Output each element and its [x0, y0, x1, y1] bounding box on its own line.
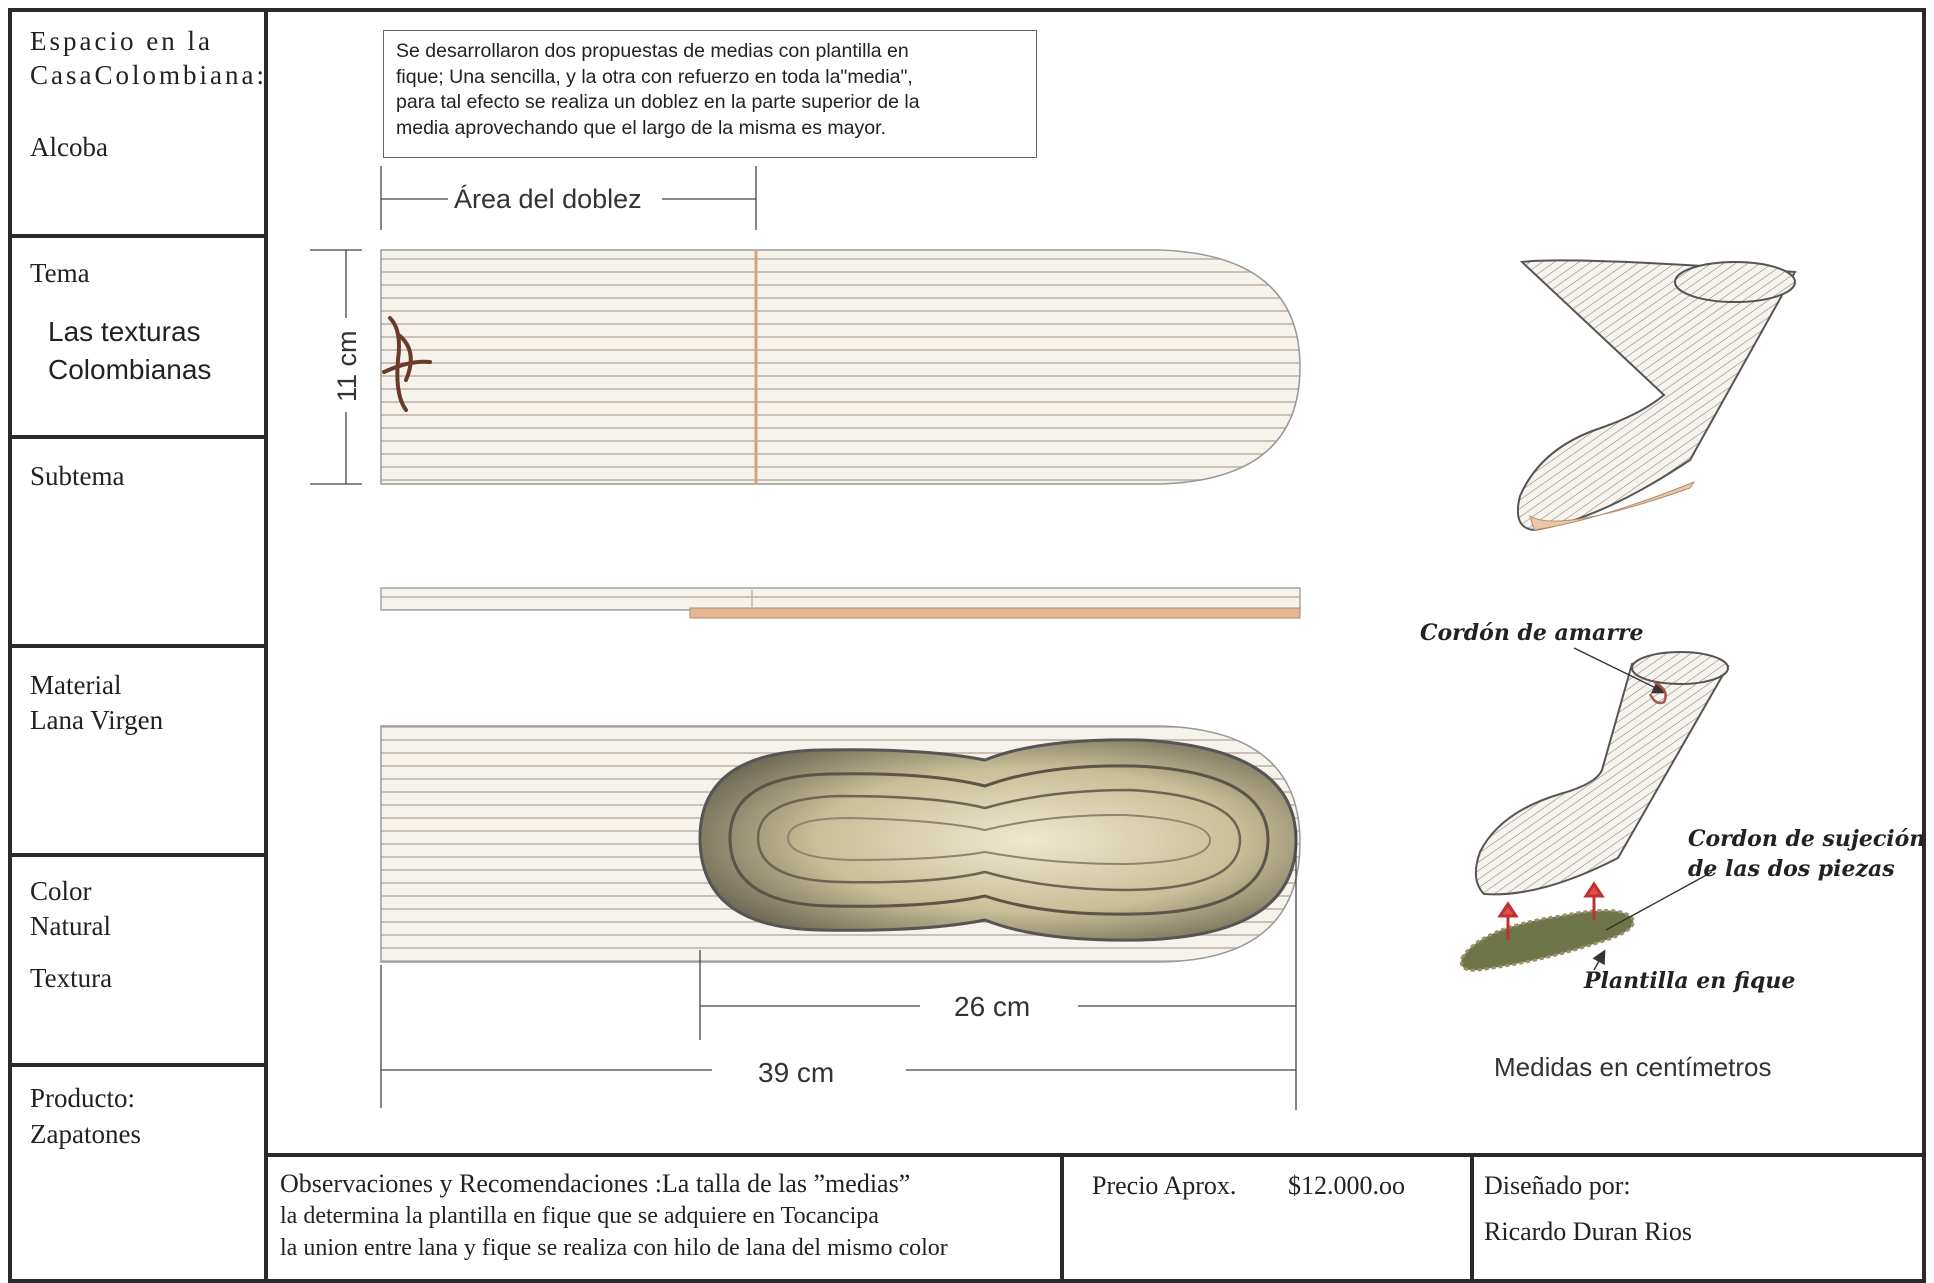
producto-value: Zapatones	[30, 1119, 141, 1149]
sidebar-producto-cell: Producto: Zapatones	[8, 1063, 268, 1283]
sock-top-view	[380, 249, 1301, 485]
fold-area-dimension	[380, 166, 757, 230]
observaciones-line1: Observaciones y Recomendaciones :La tall…	[280, 1169, 911, 1198]
subtema-label: Subtema	[30, 461, 125, 491]
cord-tie-label: Cordón de amarre	[1420, 620, 1644, 646]
description-line3: para tal efecto se realiza un doblez en …	[396, 91, 920, 113]
cord-join-label-line2: de las dos piezas	[1688, 856, 1895, 882]
sock-3d-sketch-bottom	[1474, 651, 1730, 896]
tie-cord-icon	[382, 316, 432, 412]
disenado-label: Diseñado por:	[1484, 1171, 1631, 1200]
insole-length-label: 26 cm	[954, 991, 1030, 1022]
observaciones-line2: la determina la plantilla en fique que s…	[280, 1203, 879, 1229]
sock-side-profile	[380, 587, 1301, 619]
material-value: Lana Virgen	[30, 705, 164, 735]
disenado-value: Ricardo Duran Rios	[1484, 1217, 1692, 1246]
sock-3d-sketch-top	[1516, 259, 1797, 532]
tema-label: Tema	[30, 258, 90, 288]
lift-arrow-icon	[1497, 881, 1605, 940]
espacio-label-1: Espacio en la CasaColombiana:	[30, 26, 267, 90]
fold-area-label: Área del doblez	[454, 184, 642, 214]
insole-label: Plantilla en fique	[1584, 968, 1796, 994]
precio-value: $12.000.oo	[1288, 1171, 1405, 1200]
units-note: Medidas en centímetros	[1494, 1052, 1772, 1082]
producto-label: Producto:	[30, 1083, 135, 1113]
sidebar-subtema-cell: Subtema	[8, 435, 268, 648]
total-length-label: 39 cm	[758, 1057, 834, 1088]
fique-insole-3d	[1459, 908, 1635, 972]
tema-value-line1: Las texturas	[48, 316, 201, 347]
espacio-value: Alcoba	[30, 132, 108, 162]
height-dimension	[310, 249, 362, 485]
color-value: Natural	[30, 911, 111, 941]
cord-join-pointer	[1605, 871, 1713, 931]
description-line2: fique; Una sencilla, y la otra con refue…	[396, 65, 913, 88]
material-label: Material	[30, 670, 122, 700]
sidebar-tema-cell: Tema Las texturas Colombianas	[8, 234, 268, 439]
cord-join-label-line1: Cordon de sujeción	[1688, 826, 1926, 852]
height-label: 11 cm	[332, 330, 362, 402]
precio-label: Precio Aprox.	[1092, 1171, 1237, 1200]
insole-length-dimension	[699, 830, 1297, 1110]
textura-label: Textura	[30, 963, 113, 993]
fique-insole	[698, 738, 1298, 942]
tema-value-line2: Colombianas	[48, 354, 212, 385]
cord-tie-pointer	[1573, 647, 1667, 694]
disenado-cell: Diseñado por: Ricardo Duran Rios	[1470, 1153, 1926, 1283]
precio-cell: Precio Aprox. $12.000.oo	[1060, 1153, 1474, 1283]
observaciones-cell: Observaciones y Recomendaciones :La tall…	[264, 1153, 1064, 1283]
sidebar-material-cell: Material Lana Virgen	[8, 644, 268, 857]
observaciones-line3: la union entre lana y fique se realiza c…	[280, 1235, 948, 1261]
description-box: Se desarrollaron dos propuestas de media…	[383, 30, 1037, 158]
description-line4: media aprovechando que el largo de la mi…	[396, 116, 886, 139]
insole-pointer	[1592, 949, 1606, 971]
total-length-dimension	[380, 965, 1296, 1108]
color-label: Color	[30, 876, 92, 906]
cord-tie-icon	[1648, 680, 1667, 705]
description-line1: Se desarrollaron dos propuestas de media…	[396, 40, 909, 62]
